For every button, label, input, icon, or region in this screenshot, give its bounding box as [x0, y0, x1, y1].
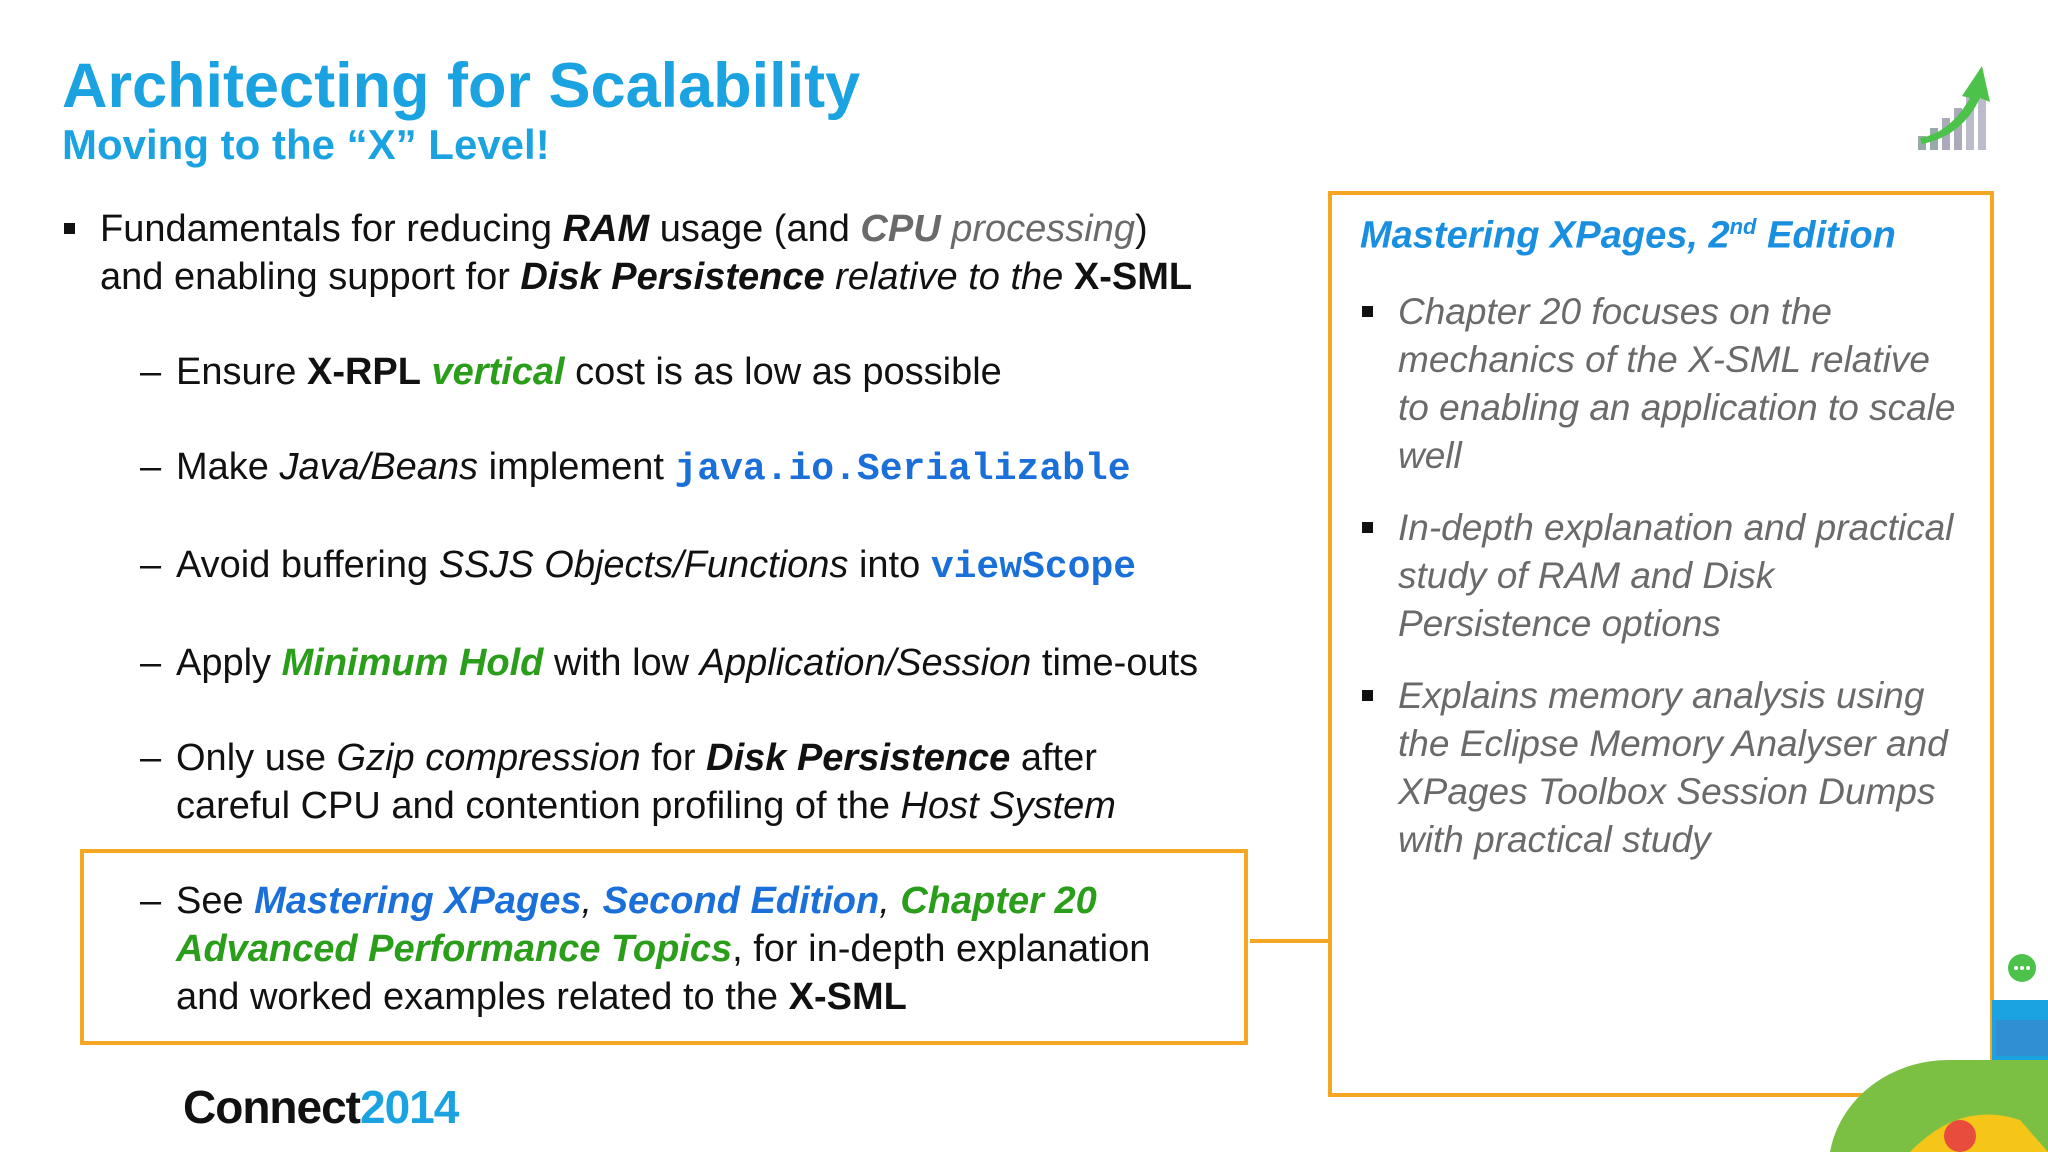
book-callout — [1328, 191, 1994, 1097]
text: for — [640, 737, 707, 779]
connect-logo: Connect2014 — [183, 1080, 459, 1134]
main-bullet: Fundamentals for reducing RAM usage (and… — [60, 205, 1280, 301]
text: into — [848, 544, 931, 586]
book-title: Mastering XPages, 2nd Edition — [1360, 214, 1896, 258]
text-disk-persistence: Disk Persistence — [520, 256, 825, 298]
dash-icon: – — [140, 880, 162, 922]
text-xsml: X-SML — [1073, 256, 1193, 298]
code-serializable: java.io.Serializable — [674, 448, 1131, 491]
text: Fundamentals for reducing — [100, 208, 563, 250]
text: Avoid buffering — [176, 544, 439, 586]
book-points: Chapter 20 focuses on the mechanics of t… — [1358, 288, 1958, 888]
text: Make — [176, 446, 280, 488]
bullet-square-icon — [64, 223, 75, 234]
bullet-square-icon — [1362, 690, 1373, 701]
callout-connector — [1250, 939, 1330, 943]
highlight-box — [80, 849, 1248, 1045]
text-ram: RAM — [562, 208, 650, 250]
code-viewscope: viewScope — [930, 546, 1137, 589]
text: Apply — [176, 642, 282, 684]
text: implement — [478, 446, 675, 488]
slide-title: Architecting for Scalability — [62, 51, 861, 121]
text: time-outs — [1031, 642, 1199, 684]
text: , for in-depth explanation — [732, 928, 1151, 970]
text-xrpl: X-RPL — [306, 351, 421, 393]
dash-icon: – — [140, 642, 162, 684]
dash-icon: – — [140, 446, 162, 488]
text: and worked examples related to the — [176, 976, 789, 1018]
book-point-text: In-depth explanation and practical study… — [1398, 507, 1954, 644]
book-point: Explains memory analysis using the Eclip… — [1358, 672, 1958, 864]
text-processing: processing — [940, 208, 1135, 250]
text: cost is as low as possible — [564, 351, 1002, 393]
text: and enabling support for — [100, 256, 521, 298]
sub-item-3: – Avoid buffering SSJS Objects/Functions… — [60, 541, 1280, 592]
text-chapter-20: Chapter 20 — [900, 880, 1097, 922]
sub-item-5: – Only use Gzip compression for Disk Per… — [60, 734, 1280, 830]
text-java-beans: Java/Beans — [279, 446, 479, 488]
sub-item-4: – Apply Minimum Hold with low Applicatio… — [60, 639, 1280, 687]
text: Ensure — [176, 351, 307, 393]
text: , — [581, 880, 603, 922]
text-mastering-xpages: Mastering XPages — [254, 880, 582, 922]
book-point-text: Chapter 20 focuses on the mechanics of t… — [1398, 291, 1956, 476]
book-point-text: Explains memory analysis using the Eclip… — [1398, 675, 1948, 860]
logo-word: Connect — [183, 1081, 361, 1133]
text: after — [1010, 737, 1097, 779]
text-xsml: X-SML — [788, 976, 907, 1018]
bullet-square-icon — [1362, 522, 1373, 533]
text-app-session: Application/Session — [699, 642, 1032, 684]
growth-chart-icon — [1918, 66, 1990, 150]
sub-item-2: – Make Java/Beans implement java.io.Seri… — [60, 443, 1280, 494]
text: Only use — [176, 737, 337, 779]
text: careful CPU and contention profiling of … — [176, 785, 901, 827]
slide-subtitle: Moving to the “X” Level! — [62, 121, 550, 168]
text: See — [176, 880, 255, 922]
text: relative to the — [824, 256, 1074, 298]
text-minimum-hold: Minimum Hold — [281, 642, 544, 684]
text-second-edition: Second Edition — [602, 880, 880, 922]
sub-item-1: – Ensure X-RPL vertical cost is as low a… — [60, 348, 1280, 396]
main-content: Fundamentals for reducing RAM usage (and… — [60, 205, 1280, 1021]
bullet-square-icon — [1362, 306, 1373, 317]
book-point: In-depth explanation and practical study… — [1358, 504, 1958, 648]
text-cpu: CPU — [860, 208, 941, 250]
text: usage (and — [649, 208, 861, 250]
text: with low — [543, 642, 700, 684]
book-title-end: Edition — [1756, 214, 1896, 257]
text: ) — [1134, 208, 1148, 250]
dash-icon: – — [140, 544, 162, 586]
dash-icon: – — [140, 737, 162, 779]
text-vertical: vertical — [420, 351, 565, 393]
text-disk-persistence: Disk Persistence — [706, 737, 1011, 779]
decorative-corner-art — [1830, 954, 2048, 1152]
book-title-text: Mastering XPages, 2 — [1360, 214, 1730, 257]
book-point: Chapter 20 focuses on the mechanics of t… — [1358, 288, 1958, 480]
logo-year: 2014 — [360, 1081, 459, 1133]
text-gzip: Gzip compression — [336, 737, 641, 779]
dash-icon: – — [140, 351, 162, 393]
text: , — [879, 880, 901, 922]
text-advanced-topics: Advanced Performance Topics — [176, 928, 733, 970]
text-ssjs: SSJS Objects/Functions — [438, 544, 849, 586]
sub-item-6: – See Mastering XPages, Second Edition , … — [60, 877, 1280, 1021]
book-title-sup: nd — [1729, 214, 1757, 239]
text-host-system: Host System — [900, 785, 1116, 827]
